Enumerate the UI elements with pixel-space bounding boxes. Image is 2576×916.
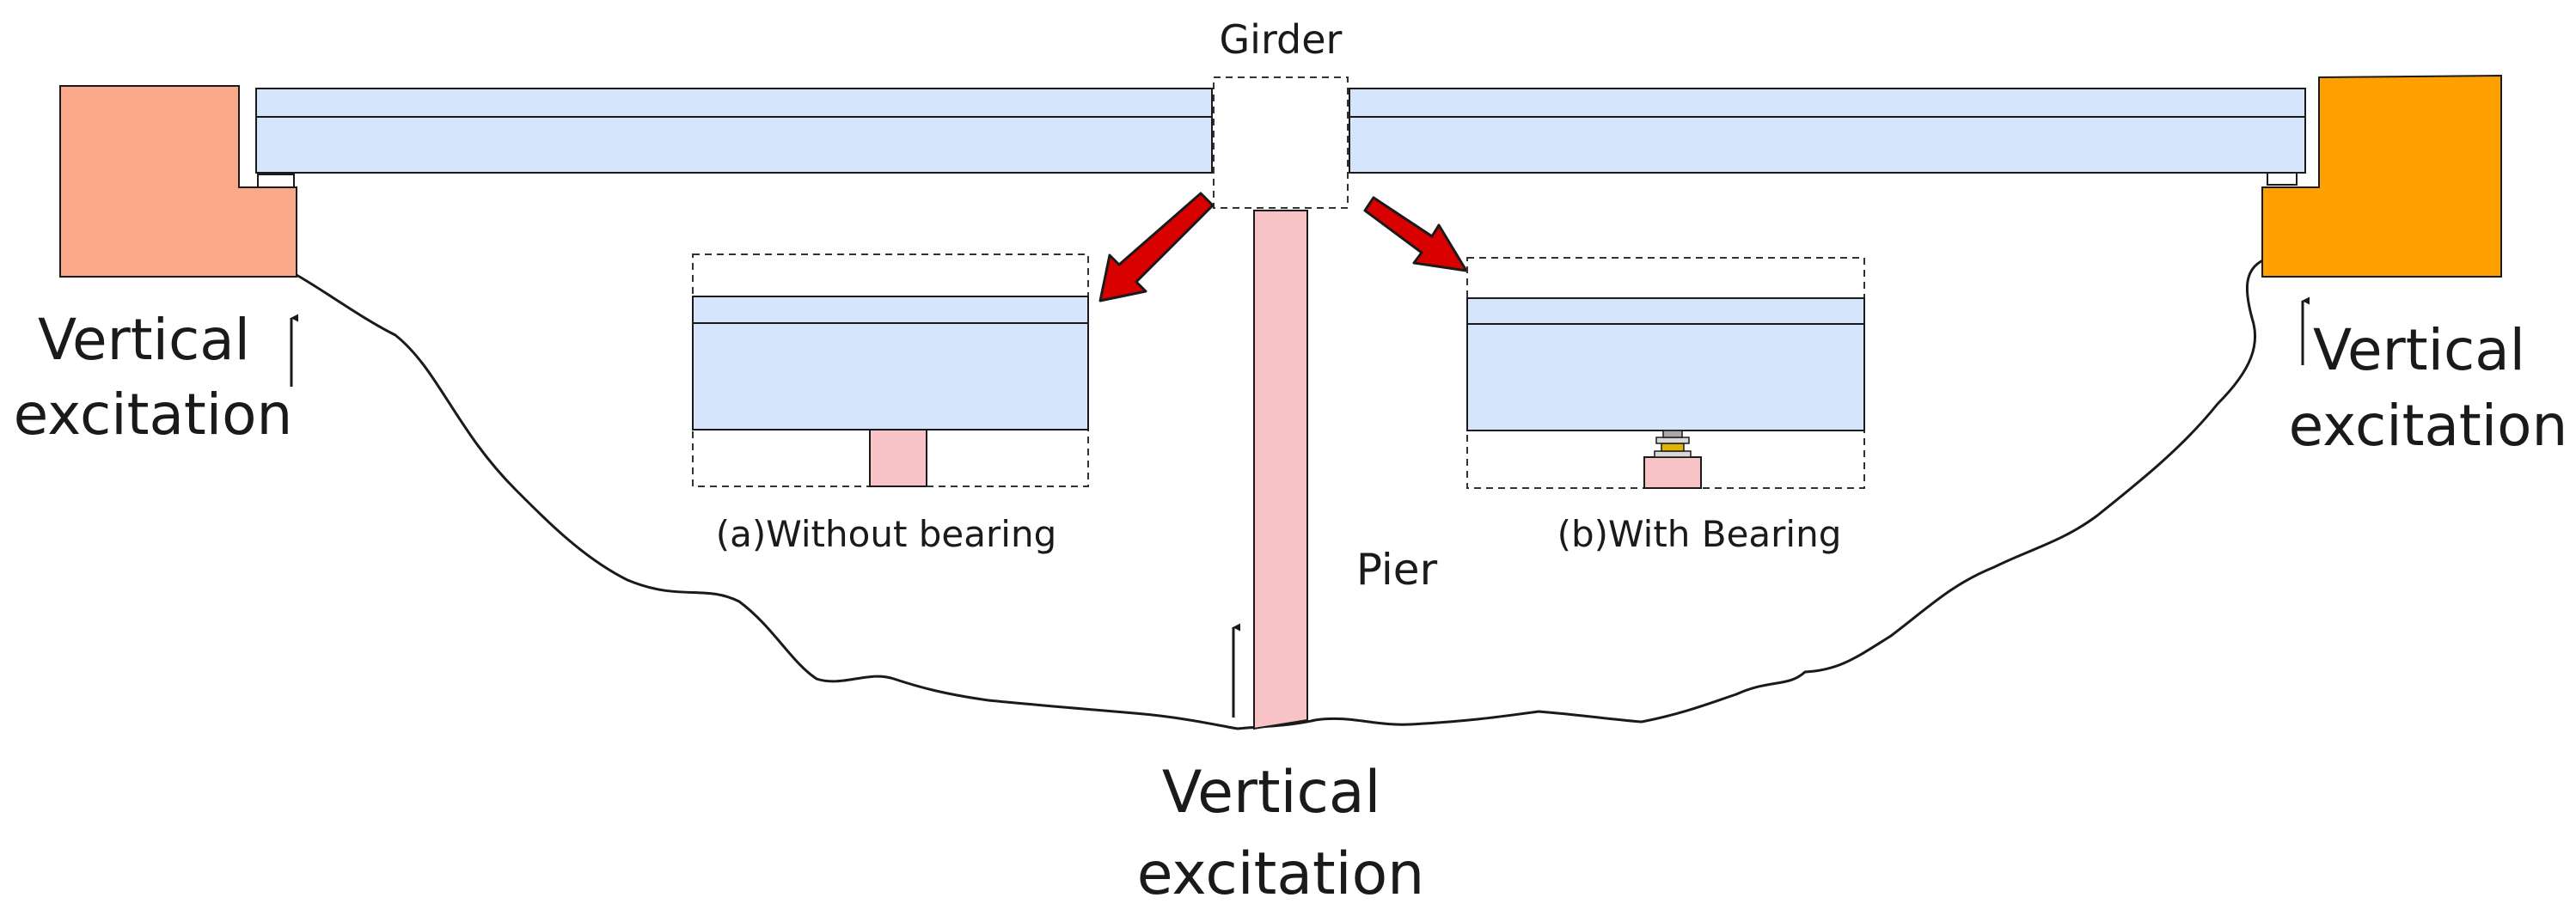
left-abutment [59, 85, 297, 278]
ground-line [296, 256, 2270, 730]
left-bearing-pad [257, 174, 295, 188]
pier [1253, 210, 1308, 730]
bottom-excitation-label: Vertical excitation [1137, 759, 1425, 908]
pier-top-a [869, 429, 927, 487]
red-down-arrow-icon [1098, 192, 1215, 302]
left-excitation-label: Vertical excitation [14, 307, 293, 448]
girder-label: Girder [1220, 16, 1343, 63]
inset-without-bearing [692, 253, 1089, 487]
pier-top-b [1643, 456, 1702, 489]
right-bearing-pad [2267, 172, 2298, 186]
right-excitation-label: Vertical excitation [2289, 317, 2568, 459]
pier-label: Pier [1356, 545, 1438, 595]
girder-right [1349, 88, 2306, 174]
inset-b-caption: (b)With Bearing [1557, 513, 1842, 555]
bearing-icon [1654, 430, 1692, 458]
girder-detail-zone [1213, 76, 1349, 209]
inset-with-bearing [1466, 257, 1865, 489]
red-down-arrow-icon [1363, 196, 1468, 272]
right-abutment [2261, 74, 2502, 278]
girder-left [255, 88, 1213, 174]
inset-a-caption: (a)Without bearing [716, 513, 1056, 555]
